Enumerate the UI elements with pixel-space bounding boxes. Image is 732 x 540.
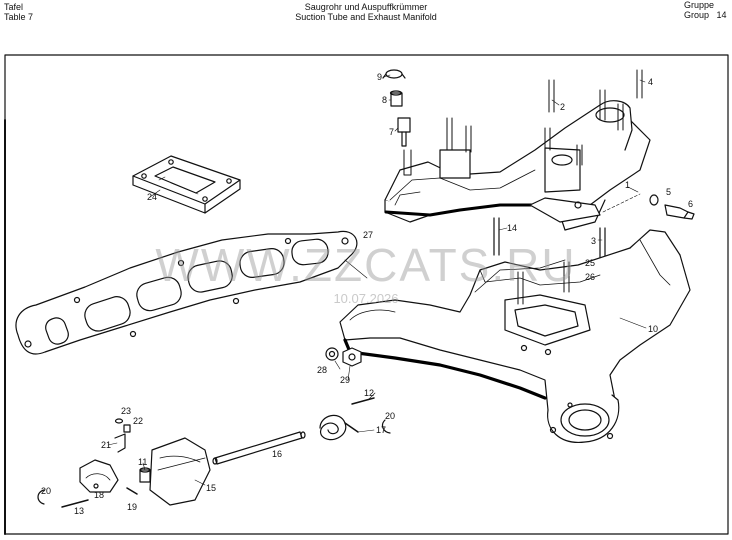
- callout-16: 16: [272, 449, 282, 459]
- part-9-clip: [382, 69, 406, 79]
- gruppe-number: 14: [716, 10, 727, 20]
- part-8-sleeve: [389, 90, 403, 107]
- callout-leader-lines: [107, 74, 647, 486]
- gruppe-en: Group: [684, 10, 710, 20]
- part-18-lever: [79, 459, 119, 493]
- callout-7: 7: [389, 127, 394, 137]
- callout-18: 18: [94, 490, 104, 500]
- part-16-shaft: [212, 431, 306, 465]
- part-12-pin: [351, 397, 375, 405]
- part-19-pin: [126, 487, 138, 495]
- callout-3: 3: [591, 236, 596, 246]
- group-label: Gruppe Group 14: [684, 0, 727, 20]
- callout-9: 9: [377, 72, 382, 82]
- part-17-spiral-spring: [319, 414, 359, 441]
- exhaust-manifold-studs: [517, 261, 570, 305]
- callout-20-right: 20: [385, 411, 395, 421]
- tafel-number: 7: [28, 12, 34, 22]
- callout-19: 19: [127, 502, 137, 512]
- part-24-flange-gasket: [132, 155, 241, 214]
- callout-10: 10: [648, 324, 658, 334]
- suction-tube-studs: [446, 69, 643, 166]
- callout-4: 4: [648, 77, 653, 87]
- part-29-nut: [342, 347, 362, 367]
- callout-27: 27: [363, 230, 373, 240]
- part-21-bracket: [114, 433, 126, 453]
- tafel-de: Tafel: [4, 2, 24, 12]
- callout-14: 14: [507, 223, 517, 233]
- diagram-title: Saugrohr und Auspuffkrümmer Suction Tube…: [0, 2, 732, 22]
- part-20-clip-right: [381, 419, 391, 434]
- callout-2: 2: [560, 102, 565, 112]
- callout-13: 13: [74, 506, 84, 516]
- part-23-washer: [114, 418, 124, 424]
- watermark-text: WWW.ZZCATS.RU: [155, 239, 577, 291]
- callout-24: 24: [147, 192, 157, 202]
- callout-21: 21: [101, 440, 111, 450]
- callout-6: 6: [688, 199, 693, 209]
- callout-20-left: 20: [41, 486, 51, 496]
- part-28-washer: [325, 347, 339, 361]
- table-label: Tafel Table 7: [4, 2, 33, 22]
- callout-1: 1: [625, 180, 630, 190]
- callout-22: 22: [133, 416, 143, 426]
- tafel-en: Table: [4, 12, 26, 22]
- callout-15: 15: [206, 483, 216, 493]
- callout-29: 29: [340, 375, 350, 385]
- part-10-exhaust-manifold: [339, 229, 691, 443]
- gruppe-de: Gruppe: [684, 0, 715, 10]
- callout-25: 25: [585, 258, 595, 268]
- title-en: Suction Tube and Exhaust Manifold: [295, 12, 437, 22]
- part-15-flap: [149, 437, 211, 506]
- callout-12: 12: [364, 388, 374, 398]
- watermark-date: 10.07.2026: [333, 291, 399, 306]
- callout-5: 5: [666, 187, 671, 197]
- part-22-screw: [123, 424, 131, 433]
- callout-28: 28: [317, 365, 327, 375]
- part-27-manifold-gasket: [15, 230, 358, 355]
- callout-23: 23: [121, 406, 131, 416]
- part-13-screw: [61, 499, 89, 508]
- part-20-clip-left: [37, 489, 45, 505]
- title-de: Saugrohr und Auspuffkrümmer: [304, 2, 428, 12]
- callout-11: 11: [138, 457, 147, 467]
- suction-tube-assembly: [384, 100, 651, 231]
- callout-26: 26: [585, 272, 595, 282]
- callout-8: 8: [382, 95, 387, 105]
- part-7-nipple: [397, 117, 412, 176]
- callout-17: 17: [376, 425, 386, 435]
- part-11-bushing: [139, 467, 151, 483]
- part-14-stud: [493, 217, 500, 256]
- part-1-5-6-fitting: [602, 193, 695, 220]
